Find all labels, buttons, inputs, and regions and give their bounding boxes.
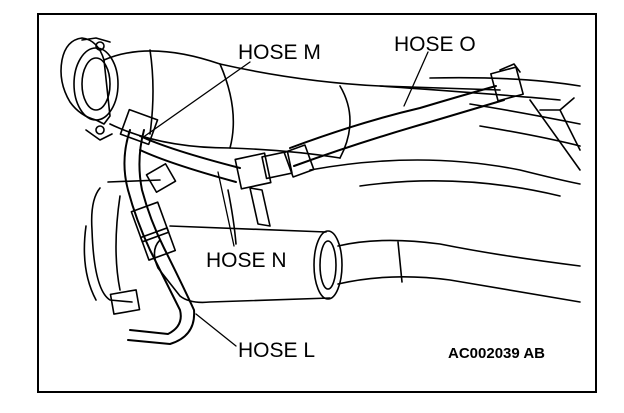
exhaust-flange	[60, 37, 119, 141]
label-hose-m: HOSE M	[238, 41, 321, 64]
underbody-panel	[309, 76, 581, 197]
hose-n	[227, 150, 293, 245]
border	[37, 13, 597, 393]
figure-code: AC002039 AB	[448, 345, 545, 362]
hose-m	[119, 108, 241, 193]
hose-o	[283, 63, 524, 178]
hose-l	[109, 129, 196, 345]
label-hose-o: HOSE O	[394, 33, 476, 56]
label-hose-n: HOSE N	[206, 249, 287, 272]
label-hose-l: HOSE L	[238, 339, 316, 362]
tailpipe-bend	[83, 179, 161, 303]
leader-lines	[141, 51, 429, 347]
muffler	[153, 225, 581, 304]
